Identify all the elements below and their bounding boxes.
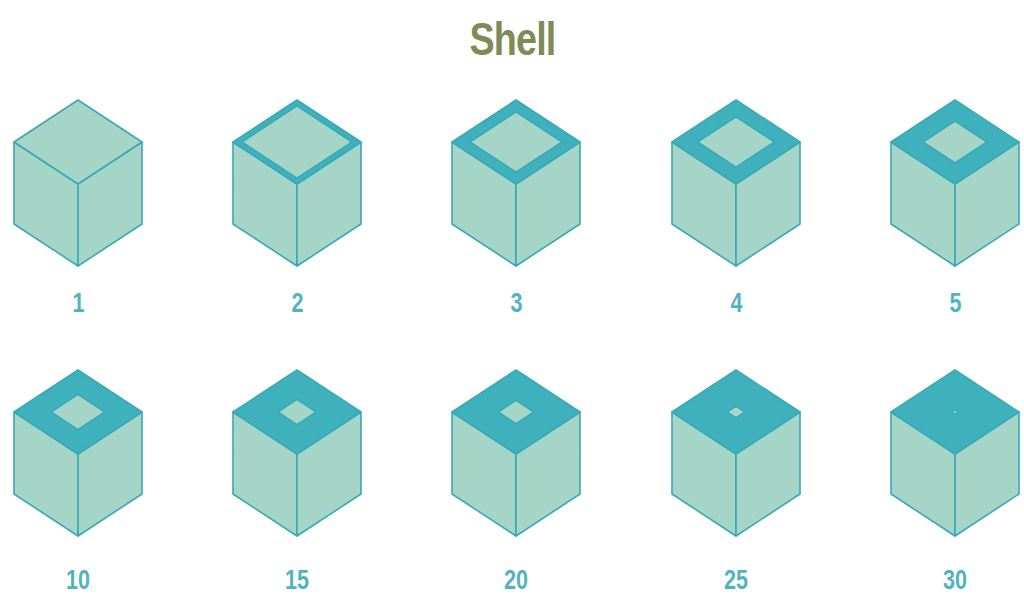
hollow-opening [923,121,987,163]
cube-top-face [14,100,142,184]
hollow-opening [727,406,745,418]
shell-thickness-number: 20 [504,565,528,596]
hollow-opening [242,106,352,178]
shell-rim [14,370,142,454]
shell-thickness-number: 10 [66,565,90,596]
hollow-opening [51,394,105,429]
shell-rim [672,100,800,184]
shell-thickness-number: 1 [72,288,84,319]
hollow-opening [698,117,775,167]
shell-thickness-number: 15 [285,565,309,596]
shell-thickness-number: 5 [949,288,961,319]
shell-rim [891,100,1019,184]
shell-thickness-number: 2 [291,288,303,319]
shell-thickness-number: 3 [510,288,522,319]
shell-rim [452,100,580,184]
shell-rim [672,370,800,454]
shell-thickness-number: 4 [730,288,742,319]
shell-rim [452,370,580,454]
shell-rim [233,100,361,184]
shell-thickness-number: 25 [724,565,748,596]
shell-rim [233,370,361,454]
hollow-opening [278,399,316,424]
hollow-opening [498,400,534,424]
title: Shell [469,12,555,66]
hollow-opening [952,410,958,414]
shell-thickness-number: 30 [943,565,967,596]
hollow-opening [470,112,562,172]
shell-rim [891,370,1019,454]
